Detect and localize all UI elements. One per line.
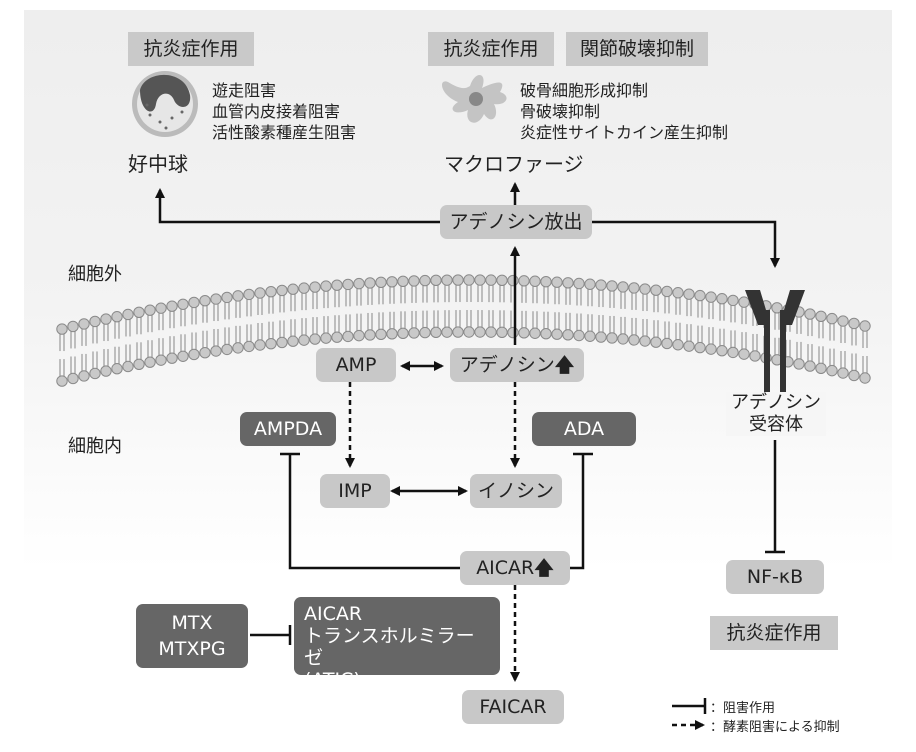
atic-line-1: AICAR — [304, 603, 363, 625]
cell-membrane — [56, 274, 871, 387]
extracellular-label: 細胞外 — [68, 264, 122, 285]
atic-line-2: トランスホルミラーゼ — [304, 625, 475, 669]
neutrophil-label: 好中球 — [128, 152, 188, 176]
intracellular-label: 細胞内 — [68, 436, 122, 457]
inhibit-ampda — [288, 454, 460, 570]
legend-enzyme-inhibition: ：酵素阻害による抑制 — [710, 720, 840, 735]
mtxpg-line: MTXPG — [158, 638, 226, 660]
nfkb-effect-header: 抗炎症作用 — [710, 616, 838, 650]
macrophage-label: マクロファージ — [444, 152, 584, 176]
adenosine-receptor-label: アデノシン 受容体 — [726, 392, 826, 436]
macrophage-effects-list: 破骨細胞形成抑制 骨破壊抑制 炎症性サイトカイン産生抑制 — [520, 80, 728, 143]
mtx-line: MTX — [171, 612, 213, 634]
legend-inhibition: ：阻害作用 — [710, 701, 776, 716]
mtx-node: MTX MTXPG — [136, 604, 248, 668]
neutrophil-illustration — [132, 71, 198, 137]
receptor-line-2: 受容体 — [749, 414, 803, 435]
increase-arrow-icon: 🡅 — [534, 557, 554, 579]
neutrophil-effect-header: 抗炎症作用 — [128, 32, 254, 66]
macrophage-illustration — [442, 74, 507, 123]
inosine-node: イノシン — [470, 474, 562, 508]
neutrophil-effect-item: 遊走阻害 — [212, 81, 277, 100]
imp-node: IMP — [320, 474, 390, 508]
adenosine-release-node: アデノシン放出 — [440, 205, 592, 239]
receptor-line-1: アデノシン — [731, 392, 821, 413]
adenosine-receptor-shape — [745, 290, 805, 420]
amp-node: AMP — [316, 348, 396, 382]
neutrophil-effect-item: 活性酸素種産生阻害 — [212, 123, 357, 142]
macrophage-effect-item: 炎症性サイトカイン産生抑制 — [520, 123, 729, 142]
atic-line-3: (ATIC) — [304, 669, 361, 691]
adenosine-node: アデノシン🡅 — [450, 348, 584, 382]
inhibit-ada — [570, 454, 585, 570]
atic-enzyme: AICAR トランスホルミラーゼ (ATIC) — [294, 597, 500, 691]
neutrophil-effect-item: 血管内皮接着阻害 — [212, 102, 341, 121]
joint-protection-header: 関節破壊抑制 — [566, 32, 708, 66]
macrophage-effect-item: 骨破壊抑制 — [520, 102, 601, 121]
arrow-to-neutrophil — [155, 188, 440, 224]
aicar-node-label: AICAR — [476, 557, 535, 579]
nfkb-node: NF-κB — [726, 560, 824, 594]
macrophage-effect-header: 抗炎症作用 — [428, 32, 554, 66]
faicar-node: FAICAR — [462, 690, 564, 724]
macrophage-effect-item: 破骨細胞形成抑制 — [520, 81, 649, 100]
neutrophil-effects-list: 遊走阻害 血管内皮接着阻害 活性酸素種産生阻害 — [212, 80, 356, 143]
adenosine-node-label: アデノシン — [459, 354, 555, 376]
ada-enzyme: ADA — [532, 412, 636, 446]
arrow-to-receptor — [592, 220, 780, 268]
aicar-node: AICAR🡅 — [460, 551, 570, 585]
ampda-enzyme: AMPDA — [240, 412, 336, 446]
increase-arrow-icon: 🡅 — [554, 354, 575, 376]
